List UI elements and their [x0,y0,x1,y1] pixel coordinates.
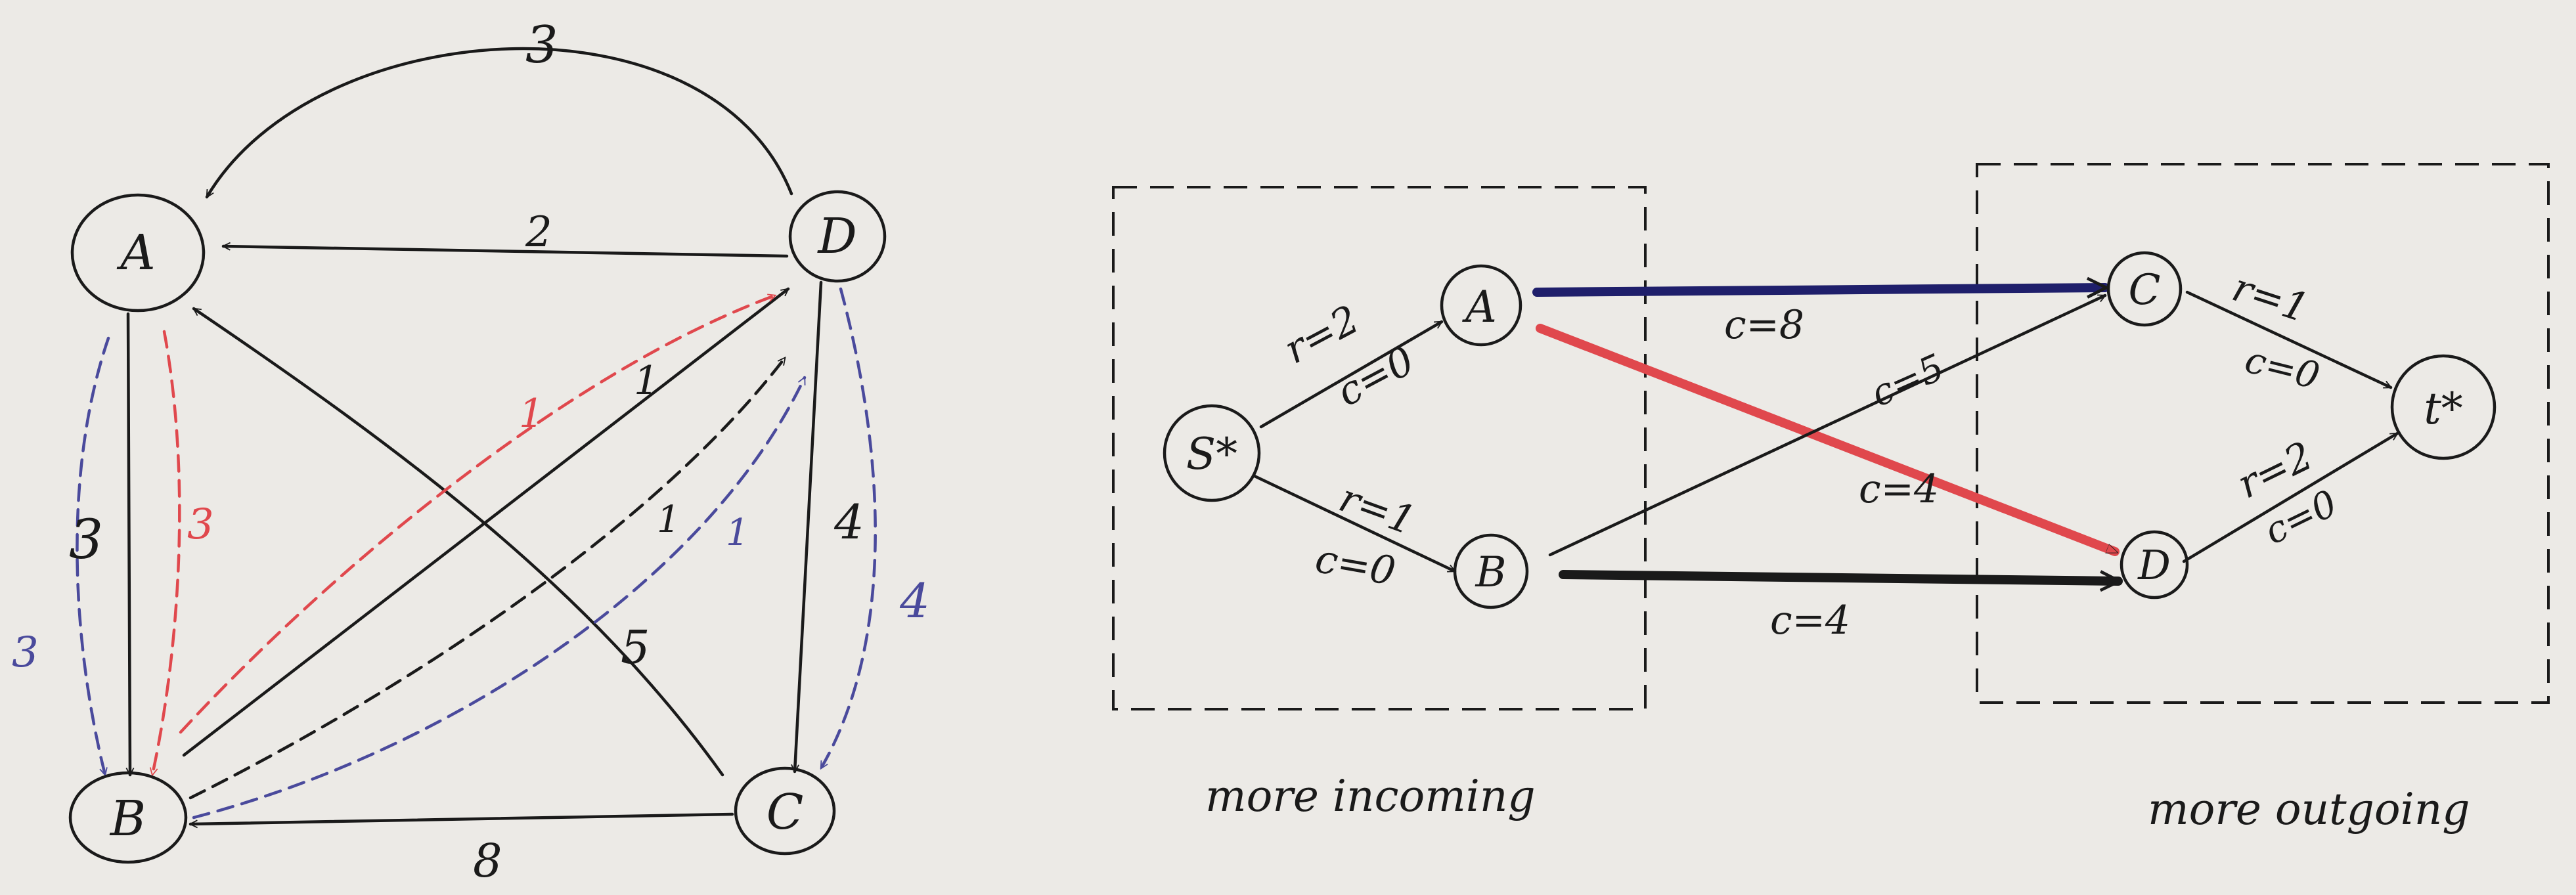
edge-a-b-blue [76,336,110,775]
edge-s-a [1259,320,1442,429]
caption-more-outgoing: more outgoing [2148,784,2470,835]
edge-b-d [1559,570,2123,581]
edge-s-b [1253,474,1455,573]
left-node-a-label: A [116,225,155,281]
outgoing-group-box [1976,163,2550,704]
edge-b-d-black-dash [189,356,787,800]
edge-a-c [1532,288,2110,292]
label-d-c: 4 [833,494,864,550]
label-b-d-red: 1 [519,391,544,437]
edge-d-c [795,280,823,772]
label-b-d: 1 [634,358,659,404]
edge-d-c-blue [819,287,877,768]
right-node-a-label: A [1461,282,1497,332]
edge-b-d-blue [192,378,807,819]
edge-a-b [128,312,130,777]
right-node-a: A [1440,264,1522,347]
incoming-group-box [1112,186,1647,710]
label-b-d: c=4 [1770,598,1850,644]
label-a-b-red: 3 [187,500,214,549]
right-node-c: C [2106,251,2183,327]
right-node-c-label: C [2129,266,2161,315]
label-d-a: 2 [525,208,552,257]
label-c-a: 5 [621,621,650,674]
left-node-d-label: D [816,208,856,265]
left-node-b-label: B [109,791,146,847]
caption-more-incoming: more incoming [1205,771,1536,821]
edge-b-d [182,287,790,757]
right-node-s-label: S* [1186,429,1237,479]
label-b-d-blue: 1 [726,512,749,554]
label-a-b: 3 [69,509,103,571]
right-node-s: S* [1163,404,1261,502]
label-b-d-black-dash: 1 [657,498,680,541]
left-node-c: C [734,766,836,856]
label-s-a-c: c=0 [1329,338,1422,416]
right-node-b-label: B [1475,548,1506,597]
edge-a-d [1536,324,2120,556]
label-d-a-arc: 3 [525,16,558,75]
edge-d-a [221,246,789,258]
right-node-d-label: D [2137,541,2171,589]
label-c-t-r: r=1 [2227,265,2314,332]
left-graph: 3 2 3 3 3 4 4 8 5 1 1 1 1 A D B C [12,16,930,888]
edge-b-d-red [179,295,775,734]
label-c-t-c: c=0 [2241,339,2324,399]
label-d-c-blue: 4 [899,573,930,628]
edge-c-t [2185,290,2391,389]
right-node-t-label: t* [2424,383,2463,434]
right-node-d: D [2120,530,2189,600]
edge-b-c [1548,294,2105,557]
label-a-c: c=8 [1724,302,1804,348]
edge-c-b [189,812,734,824]
left-node-c-label: C [766,784,804,840]
left-node-d: D [788,190,887,283]
edge-c-a [194,307,724,777]
label-s-b-c: c=0 [1312,536,1398,595]
label-c-b: 8 [473,834,502,888]
right-graph: r=2 c=0 r=1 c=0 c=8 c=4 c=5 c=4 r=1 c=0 … [1112,163,2550,835]
edge-a-b-red [152,330,181,775]
label-s-a-r: r=2 [1277,296,1366,373]
left-node-b: B [68,771,188,864]
right-node-b: B [1453,533,1529,609]
left-node-a: A [70,193,206,313]
edge-d-t [2182,431,2397,563]
label-a-d: c=4 [1859,466,1939,512]
label-a-b-blue: 3 [12,628,39,677]
label-b-c: c=5 [1865,346,1951,416]
right-node-t: t* [2390,354,2497,460]
edge-d-a-arc [205,47,793,197]
label-s-b-r: r=1 [1333,475,1421,544]
